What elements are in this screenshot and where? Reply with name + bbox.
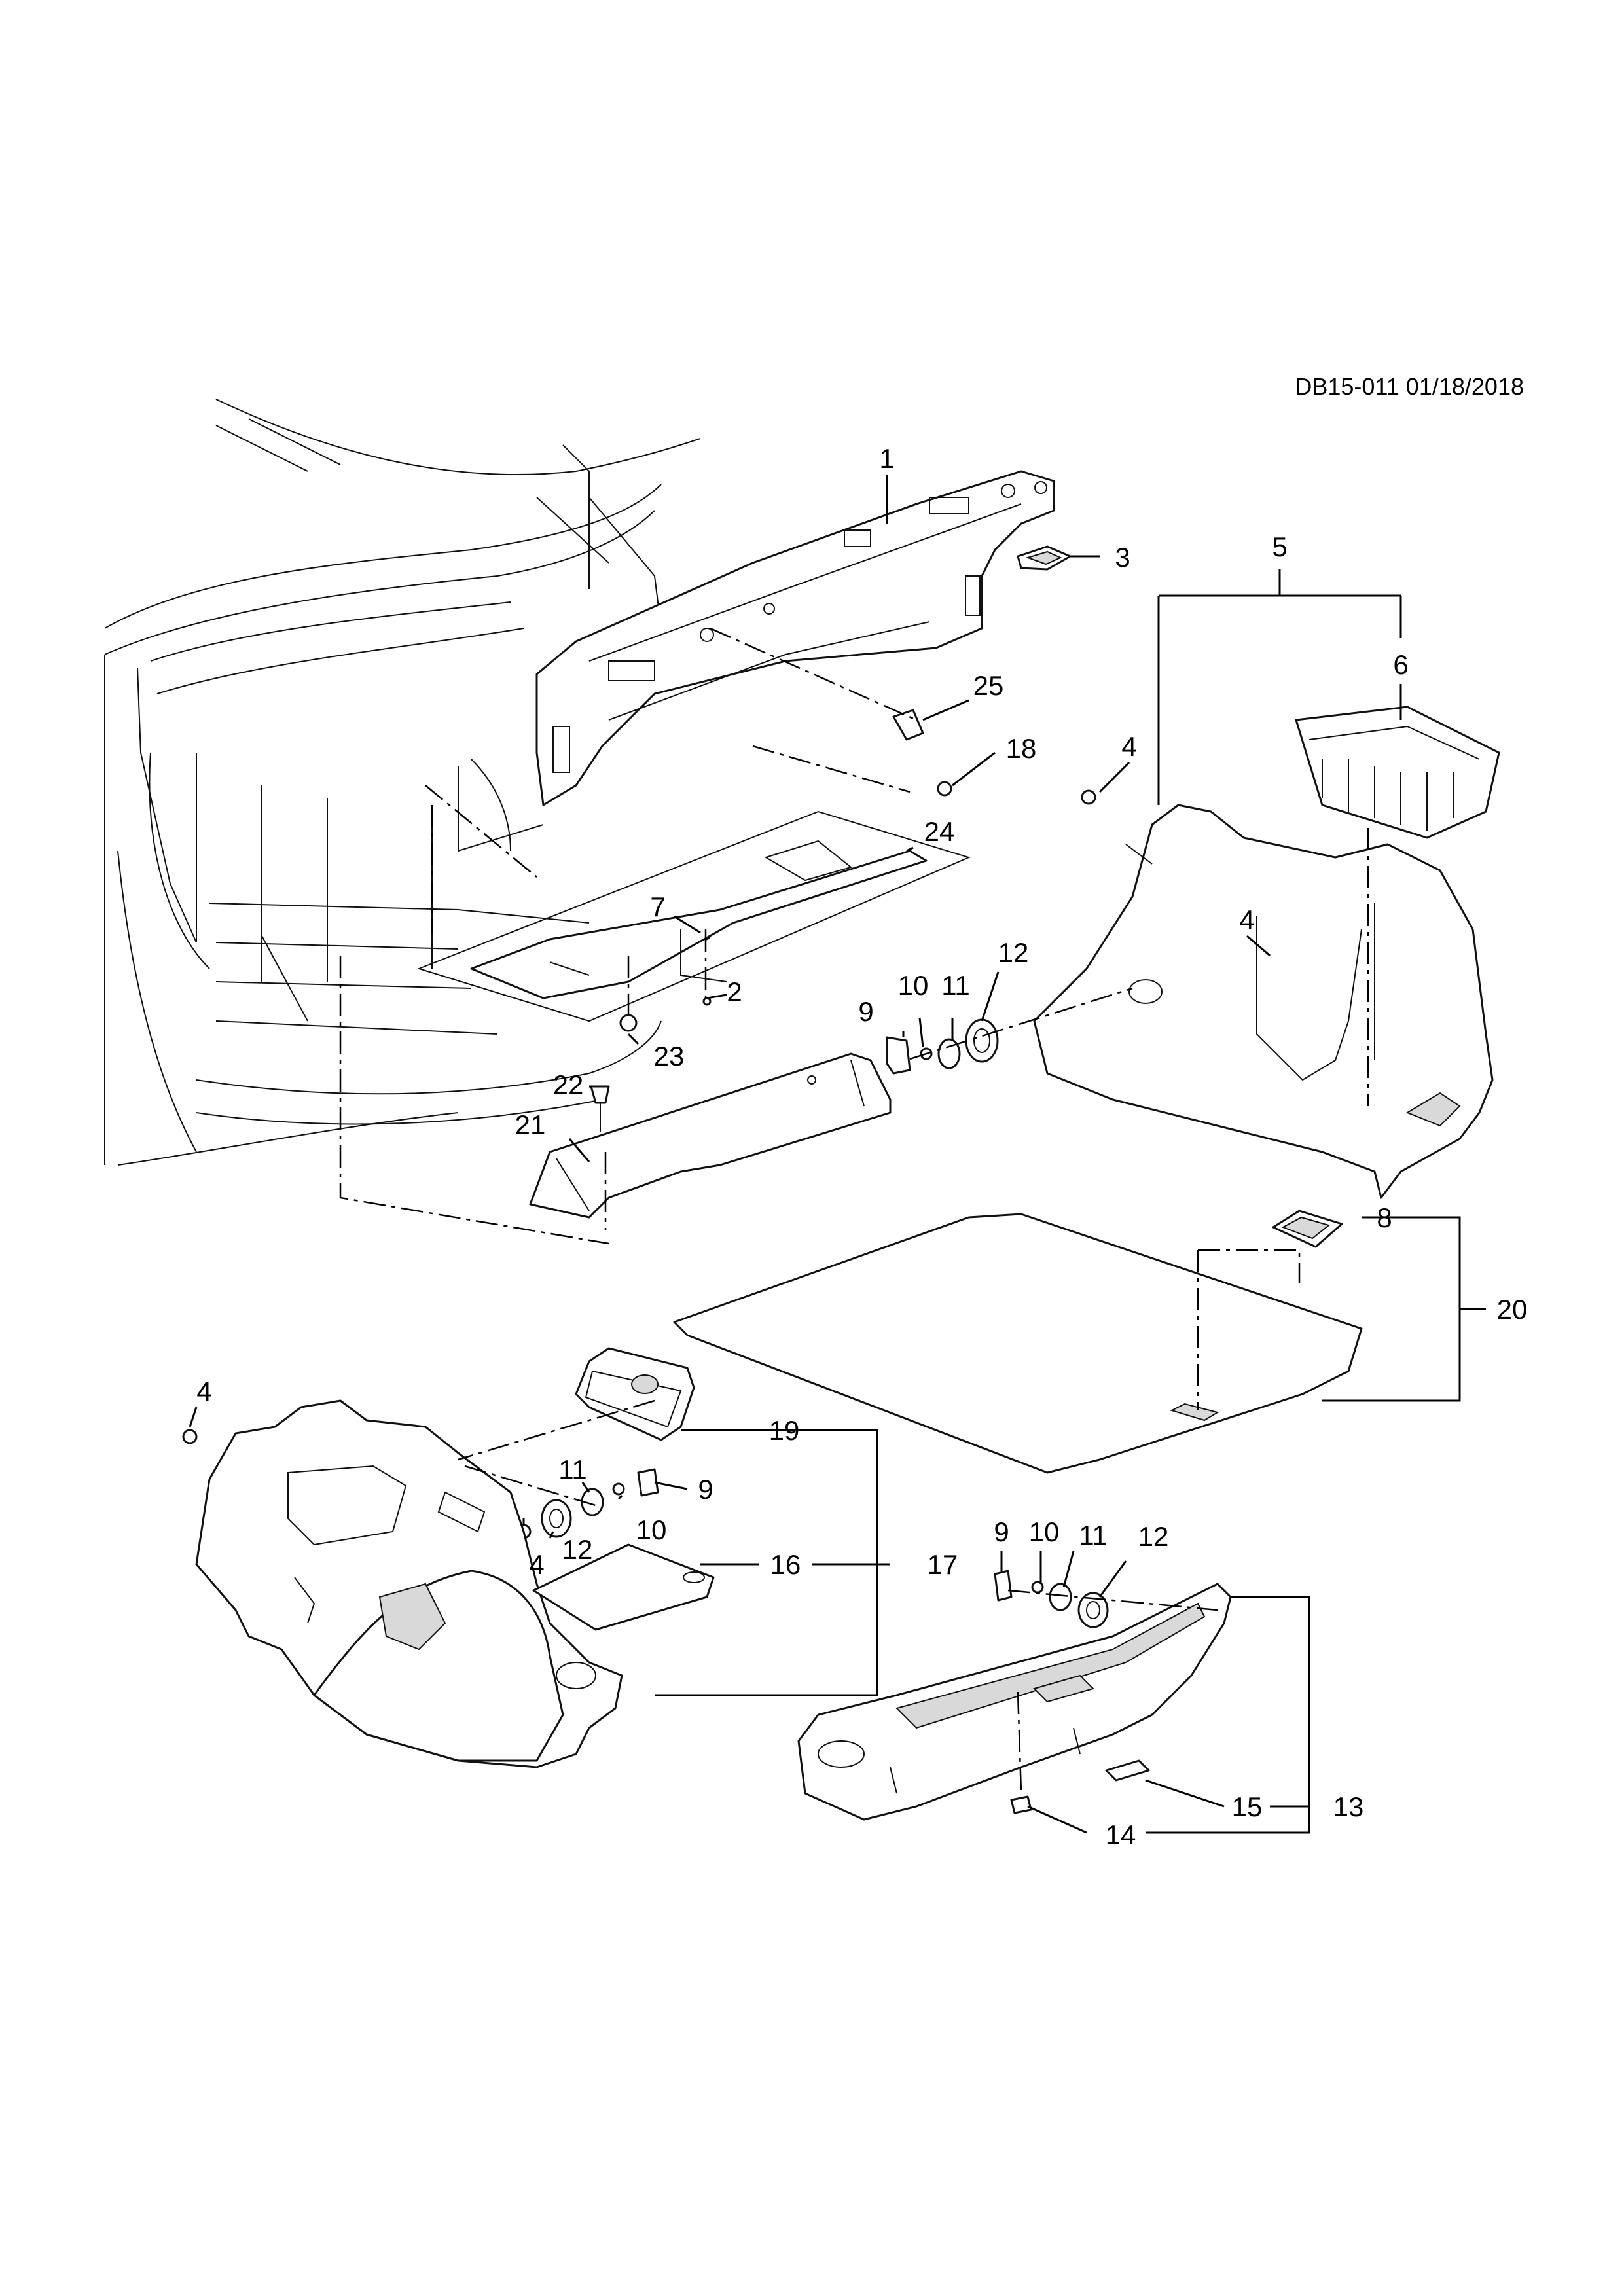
callout-12-right: 12 [1138, 1521, 1169, 1552]
fastener-group-left [541, 1468, 659, 1538]
callout-4-left-bolt: 4 [529, 1549, 544, 1580]
shelf-panel [416, 810, 971, 1022]
alignment-lines [339, 627, 1369, 1794]
callout-15: 15 [1232, 1791, 1263, 1822]
rear-window-panel-trim [535, 470, 1055, 806]
callout-17: 17 [928, 1549, 958, 1580]
storage-tray [1295, 706, 1500, 839]
callout-3: 3 [1115, 542, 1130, 573]
vehicle-body-outline [104, 399, 701, 1166]
callout-7: 7 [650, 891, 665, 922]
compartment-front-trim [529, 1052, 892, 1219]
leader-lines [189, 475, 1486, 1834]
callout-4-left-trim: 4 [196, 1376, 211, 1407]
callout-labels: 1 2 3 4 4 4 4 5 6 7 8 9 9 9 10 10 10 11 … [196, 443, 1527, 1850]
callout-12-left: 12 [562, 1534, 593, 1565]
callout-19: 19 [769, 1415, 800, 1446]
callout-10-right: 10 [1029, 1516, 1060, 1547]
callout-11-right: 11 [1079, 1520, 1108, 1551]
callout-12-upper: 12 [998, 937, 1029, 968]
callout-9-right: 9 [994, 1516, 1009, 1547]
callout-21: 21 [515, 1109, 546, 1140]
fasteners [182, 781, 1278, 1539]
callout-22: 22 [553, 1069, 584, 1100]
callout-10-upper: 10 [898, 970, 929, 1001]
floor-panel [673, 1213, 1363, 1474]
callout-25: 25 [973, 670, 1004, 701]
callout-18: 18 [1006, 733, 1037, 764]
document-reference: DB15-011 01/18/2018 [1295, 373, 1524, 400]
sill-clips [1010, 1759, 1150, 1814]
callout-13: 13 [1333, 1791, 1364, 1822]
floor-panel-handle [1272, 1210, 1343, 1248]
callout-6: 6 [1393, 649, 1408, 680]
callout-4-upper: 4 [1121, 731, 1136, 762]
retainer-clip [892, 709, 924, 741]
callout-8: 8 [1377, 1202, 1392, 1233]
fastener-group-right [994, 1570, 1109, 1628]
callout-16: 16 [770, 1549, 801, 1580]
callout-4-right-trim: 4 [1239, 905, 1254, 935]
callout-11-left: 11 [558, 1454, 587, 1485]
rear-sill-trim [797, 1583, 1232, 1821]
callout-20: 20 [1497, 1294, 1528, 1325]
callout-1: 1 [879, 443, 894, 474]
access-cover [575, 1347, 695, 1441]
callout-9-left: 9 [698, 1474, 713, 1505]
callout-14: 14 [1106, 1820, 1136, 1850]
callout-2: 2 [727, 977, 742, 1007]
right-side-compartment-trim [1033, 804, 1494, 1199]
left-side-compartment-trim [195, 1399, 623, 1768]
trunk-lamp [1017, 545, 1072, 571]
side-storage-cover [532, 1543, 715, 1631]
callout-5: 5 [1272, 531, 1287, 562]
callout-24: 24 [924, 816, 955, 847]
fastener-group-upper [886, 1018, 999, 1075]
callout-9-upper: 9 [858, 996, 873, 1027]
callout-11-upper: 11 [941, 970, 970, 1001]
callout-23: 23 [654, 1041, 685, 1071]
callout-10-left: 10 [636, 1515, 667, 1545]
